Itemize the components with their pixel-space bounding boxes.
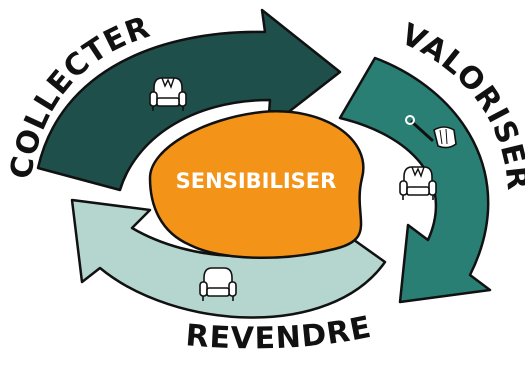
armchair-damaged-icon [399,166,437,201]
center-label: SENSIBILISER [176,169,337,193]
sensibiliser-blob [148,110,365,260]
armchair-repaired-icon [199,267,237,302]
armchair-damaged-icon [149,77,187,112]
collecter-arrow [36,8,342,192]
valoriser-arrow [338,56,492,304]
repair-tools-icon [405,115,457,149]
